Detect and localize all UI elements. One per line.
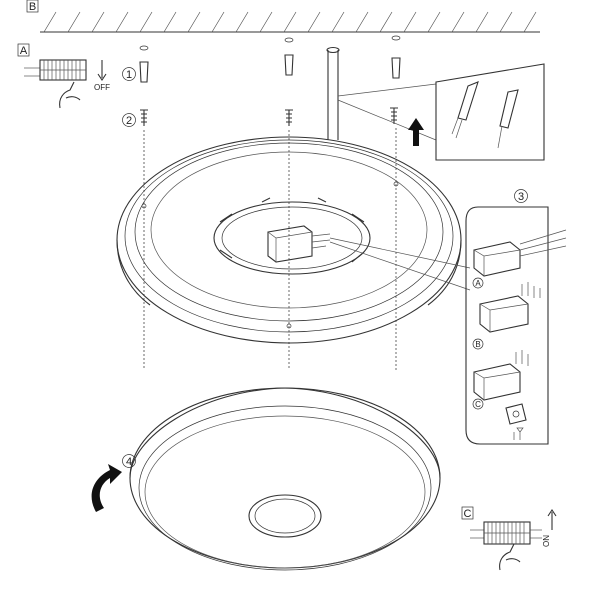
screw-icon bbox=[140, 107, 398, 126]
svg-text:A: A bbox=[475, 279, 481, 288]
breaker-panel-icon bbox=[470, 521, 542, 545]
switch-on-label: C bbox=[464, 508, 472, 520]
step3-marker: 3 bbox=[514, 189, 528, 203]
svg-text:B: B bbox=[475, 340, 480, 349]
hand-icon bbox=[59, 81, 81, 109]
lamp-base bbox=[116, 136, 471, 344]
svg-text:C: C bbox=[475, 400, 481, 409]
wire-callout bbox=[435, 63, 545, 161]
variant-c-diagram bbox=[473, 350, 529, 440]
variant-b-marker: B bbox=[472, 338, 484, 350]
drill-holes bbox=[139, 35, 401, 51]
ceiling-label: B bbox=[29, 1, 36, 13]
svg-text:1: 1 bbox=[126, 69, 132, 81]
up-arrow-icon bbox=[408, 118, 424, 146]
mounting-ring bbox=[213, 197, 371, 275]
hand-icon bbox=[499, 543, 521, 571]
off-text: OFF bbox=[94, 83, 110, 92]
rotate-arrow-icon bbox=[91, 464, 122, 512]
variant-a-marker: A bbox=[472, 277, 484, 289]
wire-end-icon bbox=[451, 81, 519, 149]
down-arrow-icon bbox=[97, 60, 107, 81]
variant-a-diagram bbox=[473, 229, 567, 277]
step2-marker: 2 bbox=[122, 113, 136, 127]
wall-plug-icon bbox=[139, 54, 401, 83]
supply-cable bbox=[326, 46, 437, 141]
svg-text:2: 2 bbox=[126, 115, 132, 127]
svg-text:3: 3 bbox=[518, 191, 524, 203]
wiring-panel: 3 A B bbox=[465, 189, 567, 445]
switch-off-panel: A OFF bbox=[17, 43, 110, 109]
up-arrow-small-icon bbox=[547, 509, 557, 530]
ceiling bbox=[40, 11, 540, 33]
on-text: ON bbox=[542, 535, 551, 547]
variant-b-diagram bbox=[479, 282, 541, 333]
step1-marker: 1 bbox=[122, 67, 136, 81]
terminal-block bbox=[267, 225, 331, 263]
svg-text:4: 4 bbox=[126, 456, 132, 468]
step4-marker: 4 bbox=[122, 454, 136, 468]
variant-c-marker: C bbox=[472, 398, 484, 410]
breaker-panel-icon bbox=[24, 59, 87, 81]
cover-center-ring bbox=[248, 494, 322, 538]
switch-off-label: A bbox=[20, 45, 28, 57]
switch-on-panel: C ON bbox=[461, 506, 557, 571]
alignment-lines bbox=[143, 128, 397, 370]
ceiling-label-box: B bbox=[26, 0, 39, 13]
lamp-cover bbox=[129, 387, 441, 571]
rim-holes bbox=[141, 181, 399, 329]
